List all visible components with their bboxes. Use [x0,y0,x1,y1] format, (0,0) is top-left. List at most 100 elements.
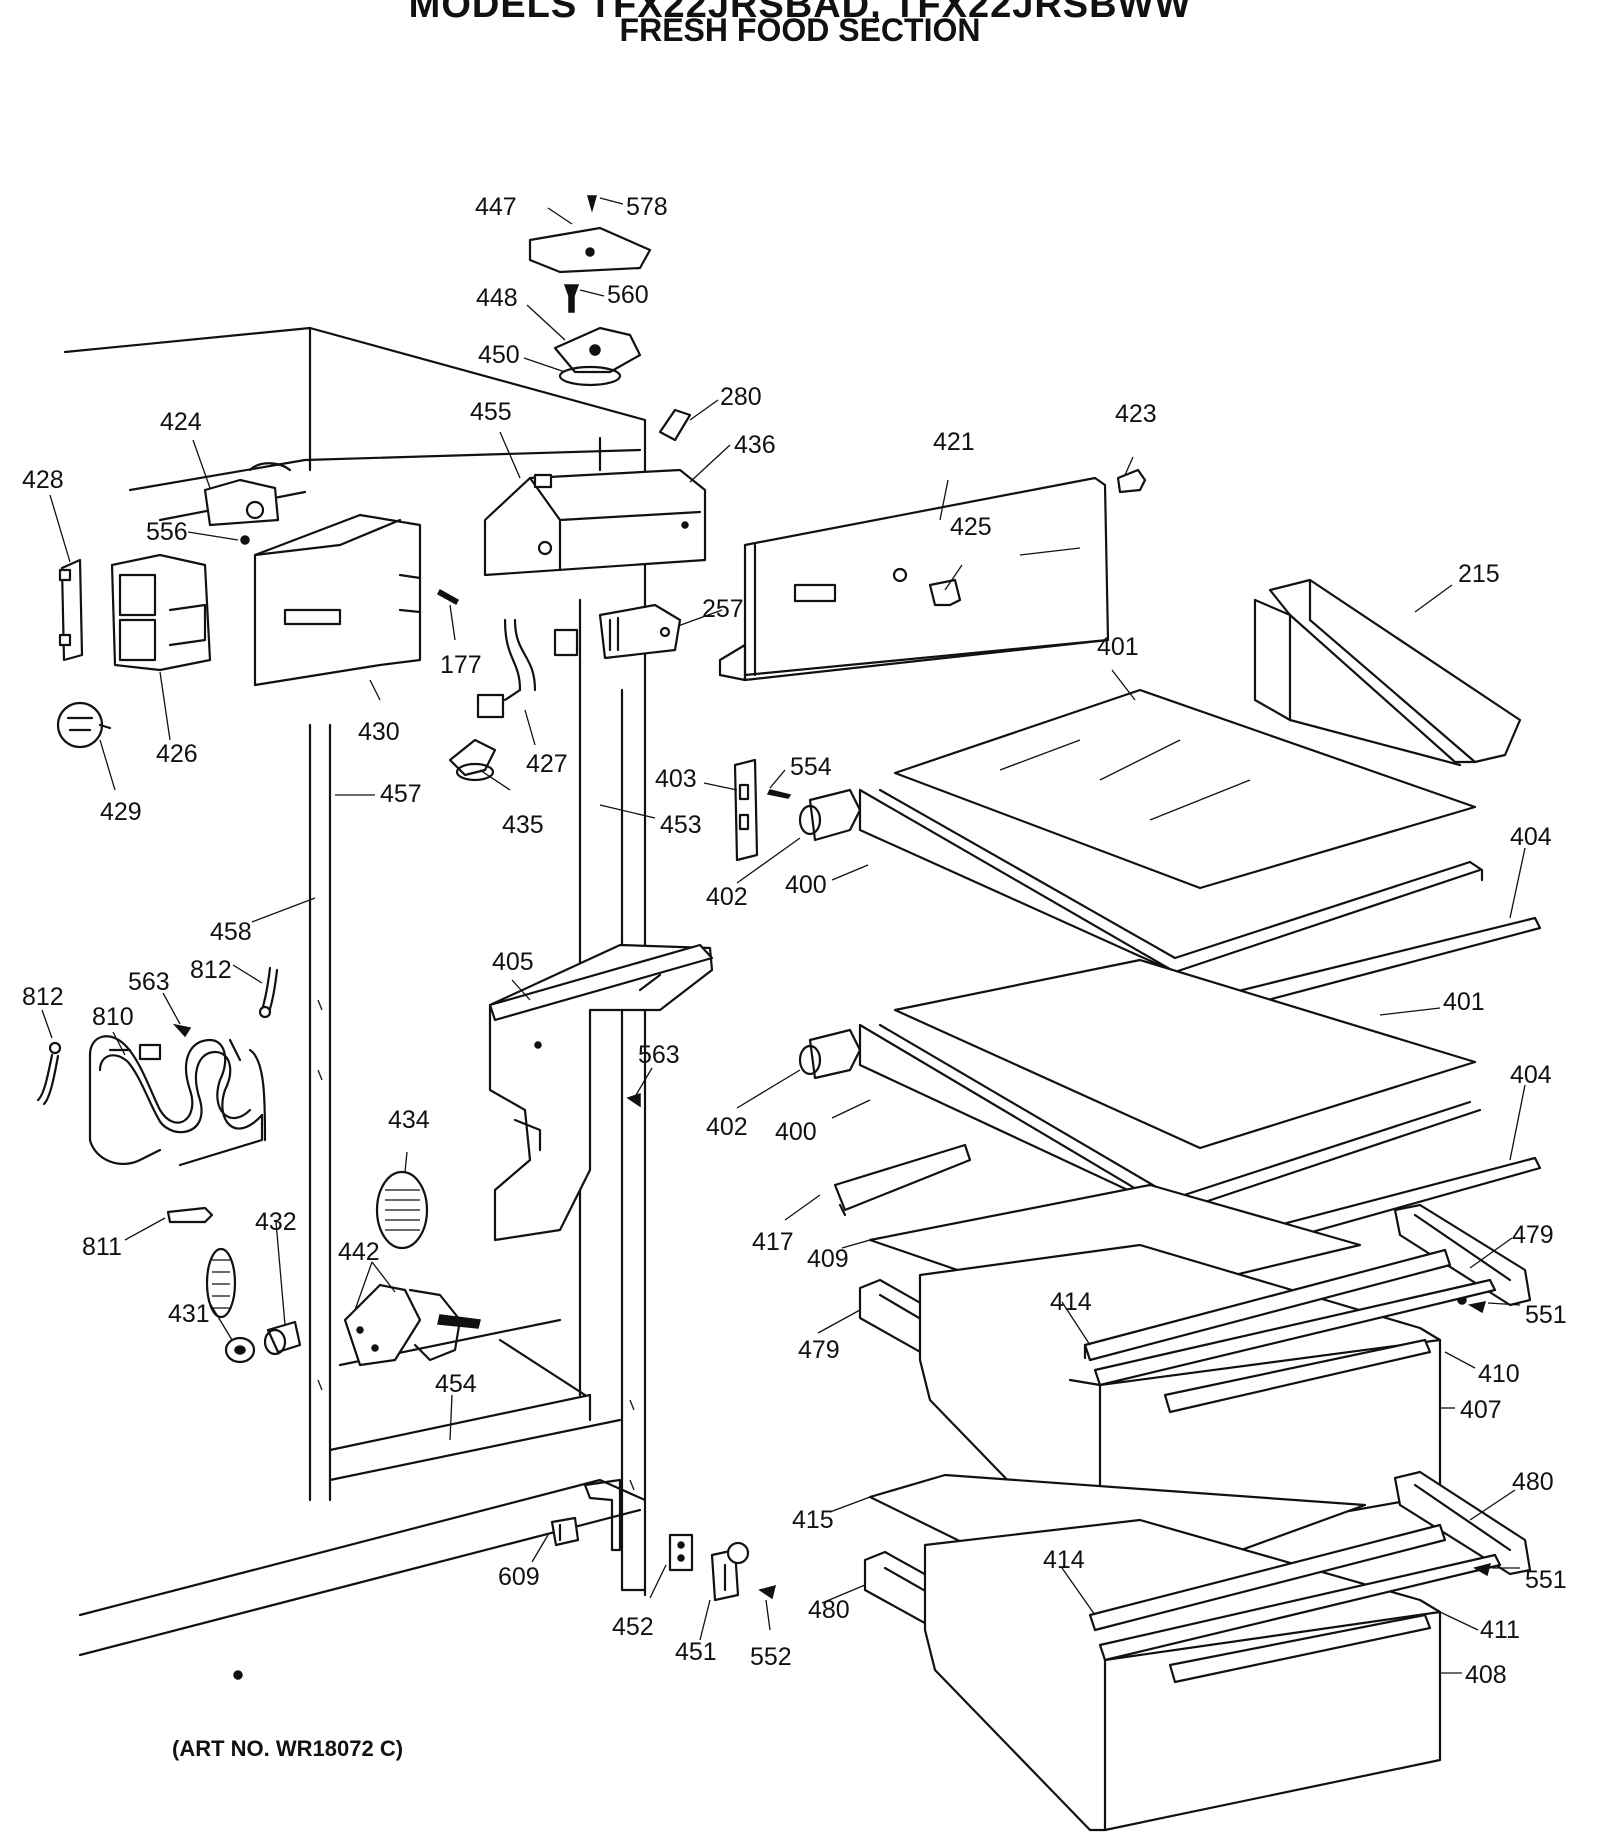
callout-554: 554 [790,753,832,781]
callout-402b: 402 [706,1113,748,1141]
callout-811: 811 [82,1233,122,1261]
callout-411: 411 [1480,1616,1520,1644]
callout-448: 448 [476,284,518,312]
callout-458: 458 [210,918,252,946]
callout-415: 415 [792,1506,834,1534]
callout-432: 432 [255,1208,297,1236]
top-hinge-cover [528,195,652,274]
callout-810: 810 [92,1003,134,1031]
diagram-title-section: FRESH FOOD SECTION [619,12,981,48]
callout-177: 177 [440,651,482,679]
callout-479b: 479 [798,1336,840,1364]
callout-421: 421 [933,428,975,456]
callout-551b: 551 [1525,1566,1567,1594]
callout-403: 403 [655,765,697,793]
callout-400: 400 [785,871,827,899]
drain-tube-right [258,966,279,1019]
callout-426: 426 [156,740,198,768]
callout-551: 551 [1525,1301,1567,1329]
diagram-title-models: MODELS TFX22JRSBAD, TFX22JRSBWW [408,0,1192,26]
callout-563b: 563 [638,1041,680,1069]
callout-407: 407 [1460,1396,1502,1424]
tube-heater-harness [88,1035,267,1167]
callout-450: 450 [478,341,520,369]
art-number: (ART NO. WR18072 C) [172,1736,404,1761]
callout-578: 578 [626,193,668,221]
light-socket [448,738,497,782]
callout-454: 454 [435,1370,477,1398]
drain-trough [166,1206,214,1224]
control-panel [718,476,1110,682]
callout-414b: 414 [1043,1546,1085,1574]
callout-453: 453 [660,811,702,839]
callout-labels: 447 578 448 560 450 280 455 436 424 428 … [22,193,1567,1689]
callout-423: 423 [1115,400,1157,428]
shelf-bin [1253,578,1522,767]
callout-480b: 480 [808,1596,850,1624]
light-bulb [1116,468,1147,494]
callout-812: 812 [190,956,232,984]
callout-430: 430 [358,718,400,746]
crisper-pan-upper [918,1243,1497,1557]
callout-424: 424 [160,408,202,436]
callout-452: 452 [612,1613,654,1641]
shelf-trim-upper [1220,916,1542,1012]
hinge-bracket-left [58,558,84,662]
callout-434: 434 [388,1106,430,1134]
screw-small [172,1023,192,1038]
fan-shroud [488,943,714,1242]
callout-435: 435 [502,811,544,839]
pan-slide-right-upper [1393,1203,1532,1307]
wiring-harness [476,618,579,719]
shelf-support-ladder [733,758,792,862]
glass-shelf-lower [893,958,1477,1150]
callout-563: 563 [128,968,170,996]
plug-button [263,1320,302,1356]
callout-436: 436 [734,431,776,459]
cabinet-outline [63,326,647,1657]
callout-457: 457 [380,780,422,808]
callout-401: 401 [1097,633,1139,661]
callout-447: 447 [475,193,517,221]
callout-257: 257 [702,595,744,623]
light-lens [375,1170,429,1250]
callout-404: 404 [1510,823,1552,851]
callout-429: 429 [100,798,142,826]
hinge-screw [758,1584,777,1600]
callout-410: 410 [1478,1360,1520,1388]
callout-414: 414 [1050,1288,1092,1316]
callout-552: 552 [750,1643,792,1671]
callout-401b: 401 [1443,988,1485,1016]
glass-shelf-upper [893,688,1477,890]
callout-409: 409 [807,1245,849,1273]
control-housing [483,468,707,577]
callout-405: 405 [492,948,534,976]
top-hinge [553,284,642,387]
callout-431: 431 [168,1300,210,1328]
fan-grille [56,701,112,749]
damper-control [203,462,292,545]
callout-425: 425 [950,513,992,541]
callout-417: 417 [752,1228,794,1256]
callout-404b: 404 [1510,1061,1552,1089]
callout-408: 408 [1465,1661,1507,1689]
callout-427: 427 [526,750,568,778]
air-duct [253,513,459,687]
screw-551-lower [1473,1562,1492,1577]
callout-479: 479 [1512,1221,1554,1249]
callout-609: 609 [498,1563,540,1591]
callout-400b: 400 [775,1118,817,1146]
hinge-cover-small [668,1533,694,1572]
screw-551-upper [1467,1301,1487,1314]
defrost-thermostat [343,1283,481,1367]
pan-slide-right-lower [1393,1470,1532,1576]
callout-812b: 812 [22,983,64,1011]
callout-215: 215 [1458,560,1500,588]
drain-tube-left [36,1041,62,1106]
callout-455: 455 [470,398,512,426]
leader-lines [41,197,1526,1674]
callout-280: 280 [720,383,762,411]
cover-support [833,1143,972,1217]
crisper-pan-lower [923,1518,1502,1832]
